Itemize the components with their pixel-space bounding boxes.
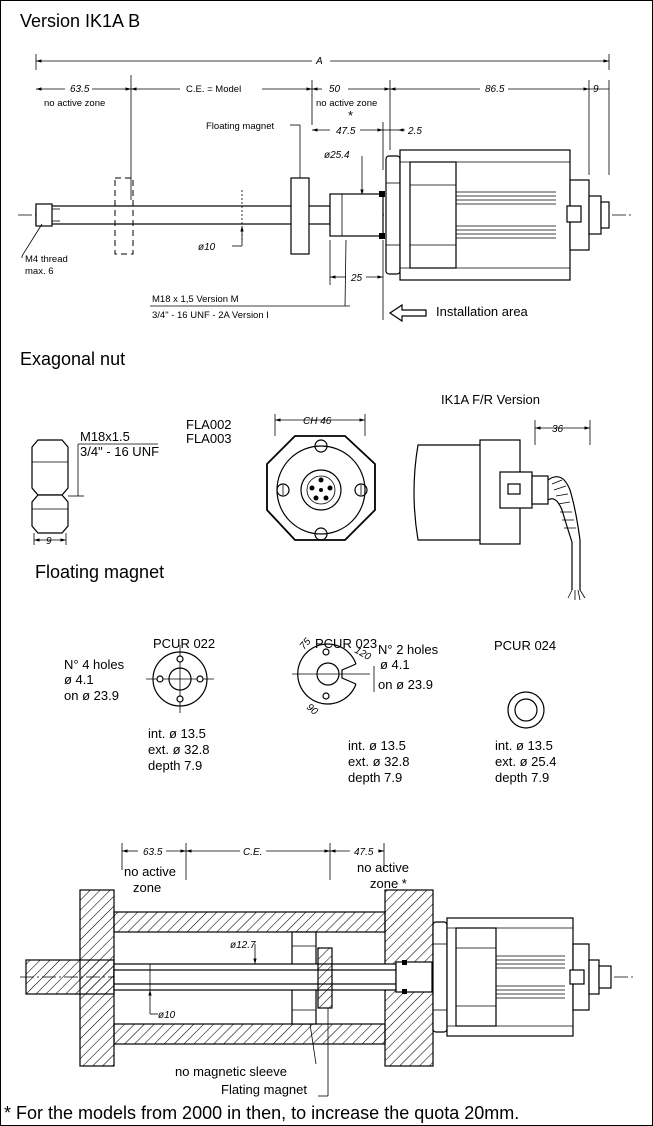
- footnote: * For the models from 2000 in then, to i…: [4, 1103, 519, 1123]
- nut-thread-callout: M18x1.5 3/4" - 16 UNF: [68, 429, 159, 497]
- m4-max: max. 6: [25, 266, 54, 277]
- asterisk-mark: *: [348, 108, 353, 123]
- dim-2-5: 2.5: [407, 126, 422, 137]
- dia-10-bottom: ø10: [158, 1010, 176, 1021]
- fla003: FLA003: [186, 431, 232, 446]
- magnet-phantom: [114, 177, 134, 255]
- ik1a-fr-version: IK1A F/R Version: [441, 392, 540, 407]
- pcur023-holes: N° 2 holes: [378, 642, 439, 657]
- pcur023-depth: depth 7.9: [348, 770, 402, 785]
- no-magnetic-sleeve: no magnetic sleeve: [175, 1064, 287, 1079]
- flating-magnet: Flating magnet: [221, 1082, 307, 1097]
- bottom-ce: C.E.: [243, 847, 262, 858]
- bottom-dimension-row: 63.5 C.E. 47.5 no active zone no active …: [121, 843, 409, 895]
- dimension-47-5: 47.5 2.5: [312, 122, 422, 170]
- version-title: Version IK1A B: [20, 11, 140, 31]
- bottom-no-active-left-2: zone: [133, 880, 161, 895]
- dia-25-4: ø25.4: [324, 150, 350, 161]
- dim-47-5: 47.5: [336, 126, 356, 137]
- pcur022-holes: N° 4 holes: [64, 657, 125, 672]
- dimension-a: A: [35, 54, 610, 70]
- dimension-row-top: 63.5 no active zone C.E. = Model 50 no a…: [36, 75, 610, 200]
- nut-m18: M18x1.5: [80, 429, 130, 444]
- pcur022-on-dia: on ø 23.9: [64, 688, 119, 703]
- sensor-rod: [35, 190, 331, 240]
- dim-63-5: 63.5: [70, 84, 90, 95]
- pcur023-name: PCUR 023: [315, 636, 377, 651]
- floating-magnet-title: Floating magnet: [35, 562, 164, 582]
- ch46: CH 46: [303, 416, 332, 427]
- bottom-dim-63-5: 63.5: [143, 847, 163, 858]
- pcur024-int: int. ø 13.5: [495, 738, 553, 753]
- hex-flange: [385, 155, 401, 275]
- m4-thread-note: M4 thread max. 6: [21, 223, 68, 277]
- no-active-zone-left: no active zone: [44, 98, 105, 109]
- installation-area-label: Installation area: [436, 304, 529, 319]
- bottom-sensor-head: [446, 917, 612, 1037]
- ce-model: C.E. = Model: [186, 84, 241, 95]
- no-active-zone-right: no active zone: [316, 98, 377, 109]
- pcur023-angle-90: 90: [304, 702, 320, 718]
- bottom-no-active-right-2: zone *: [370, 876, 407, 891]
- dim-86-5: 86.5: [485, 84, 505, 95]
- exagonal-nut-title: Exagonal nut: [20, 349, 125, 369]
- nut-dim-9: 9: [46, 536, 52, 547]
- pcur024-ext: ext. ø 25.4: [495, 754, 556, 769]
- bottom-neck: [395, 921, 448, 1033]
- dim-25: 25: [350, 273, 363, 284]
- pcur023-int: int. ø 13.5: [348, 738, 406, 753]
- dim-50: 50: [329, 84, 341, 95]
- bottom-rod: [113, 963, 397, 991]
- pcur024-depth: depth 7.9: [495, 770, 549, 785]
- bottom-no-active-right-1: no active: [357, 860, 409, 875]
- dimension-25: 25: [329, 240, 384, 320]
- dim-9: 9: [593, 84, 599, 95]
- pcur022-depth: depth 7.9: [148, 758, 202, 773]
- dia-10-top: ø10: [198, 242, 216, 253]
- nut-unf: 3/4" - 16 UNF: [80, 444, 159, 459]
- hex-front-view: CH 46: [266, 414, 376, 541]
- pcur023-hole-dia: ø 4.1: [380, 657, 410, 672]
- m18-version-m: M18 x 1,5 Version M: [152, 294, 239, 305]
- pcur023-ext: ext. ø 32.8: [348, 754, 409, 769]
- unf-version-i: 3/4" - 16 UNF - 2A Version I: [152, 310, 269, 321]
- floating-magnet-block: [290, 177, 310, 255]
- threaded-neck: [329, 191, 385, 239]
- sensor-head: [399, 149, 610, 281]
- m4-thread: M4 thread: [25, 254, 68, 265]
- pcur022-hole-dia: ø 4.1: [64, 672, 94, 687]
- bottom-leaders: no magnetic sleeve Flating magnet: [175, 1008, 329, 1097]
- fr-version-view: 36: [413, 420, 591, 601]
- pcur-023: PCUR 023 75 120 90 N° 2 holes ø 4.1 on ø…: [292, 636, 439, 785]
- bottom-no-active-left-1: no active: [124, 864, 176, 879]
- pcur022-int: int. ø 13.5: [148, 726, 206, 741]
- pcur024-name: PCUR 024: [494, 638, 556, 653]
- installation-area: Installation area: [388, 303, 529, 323]
- pcur022-ext: ext. ø 32.8: [148, 742, 209, 757]
- dim-a-label: A: [315, 56, 323, 67]
- fr-dim-36: 36: [552, 424, 564, 435]
- floating-magnet-label: Floating magnet: [206, 121, 274, 132]
- thread-callout: M18 x 1,5 Version M 3/4" - 16 UNF - 2A V…: [150, 239, 350, 321]
- pcur-024: PCUR 024 int. ø 13.5 ext. ø 25.4 depth 7…: [494, 638, 556, 785]
- nut-side-view: 9: [31, 439, 69, 547]
- pcur-022: PCUR 022 N° 4 holes ø 4.1 on ø 23.9 int.…: [64, 636, 215, 773]
- fla002: FLA002: [186, 417, 232, 432]
- pcur023-on-dia: on ø 23.9: [378, 677, 433, 692]
- bottom-floating-magnet: [317, 947, 333, 1009]
- dia-12-7: ø12.7: [230, 940, 256, 951]
- bottom-dim-47-5: 47.5: [354, 847, 374, 858]
- pcur022-name: PCUR 022: [153, 636, 215, 651]
